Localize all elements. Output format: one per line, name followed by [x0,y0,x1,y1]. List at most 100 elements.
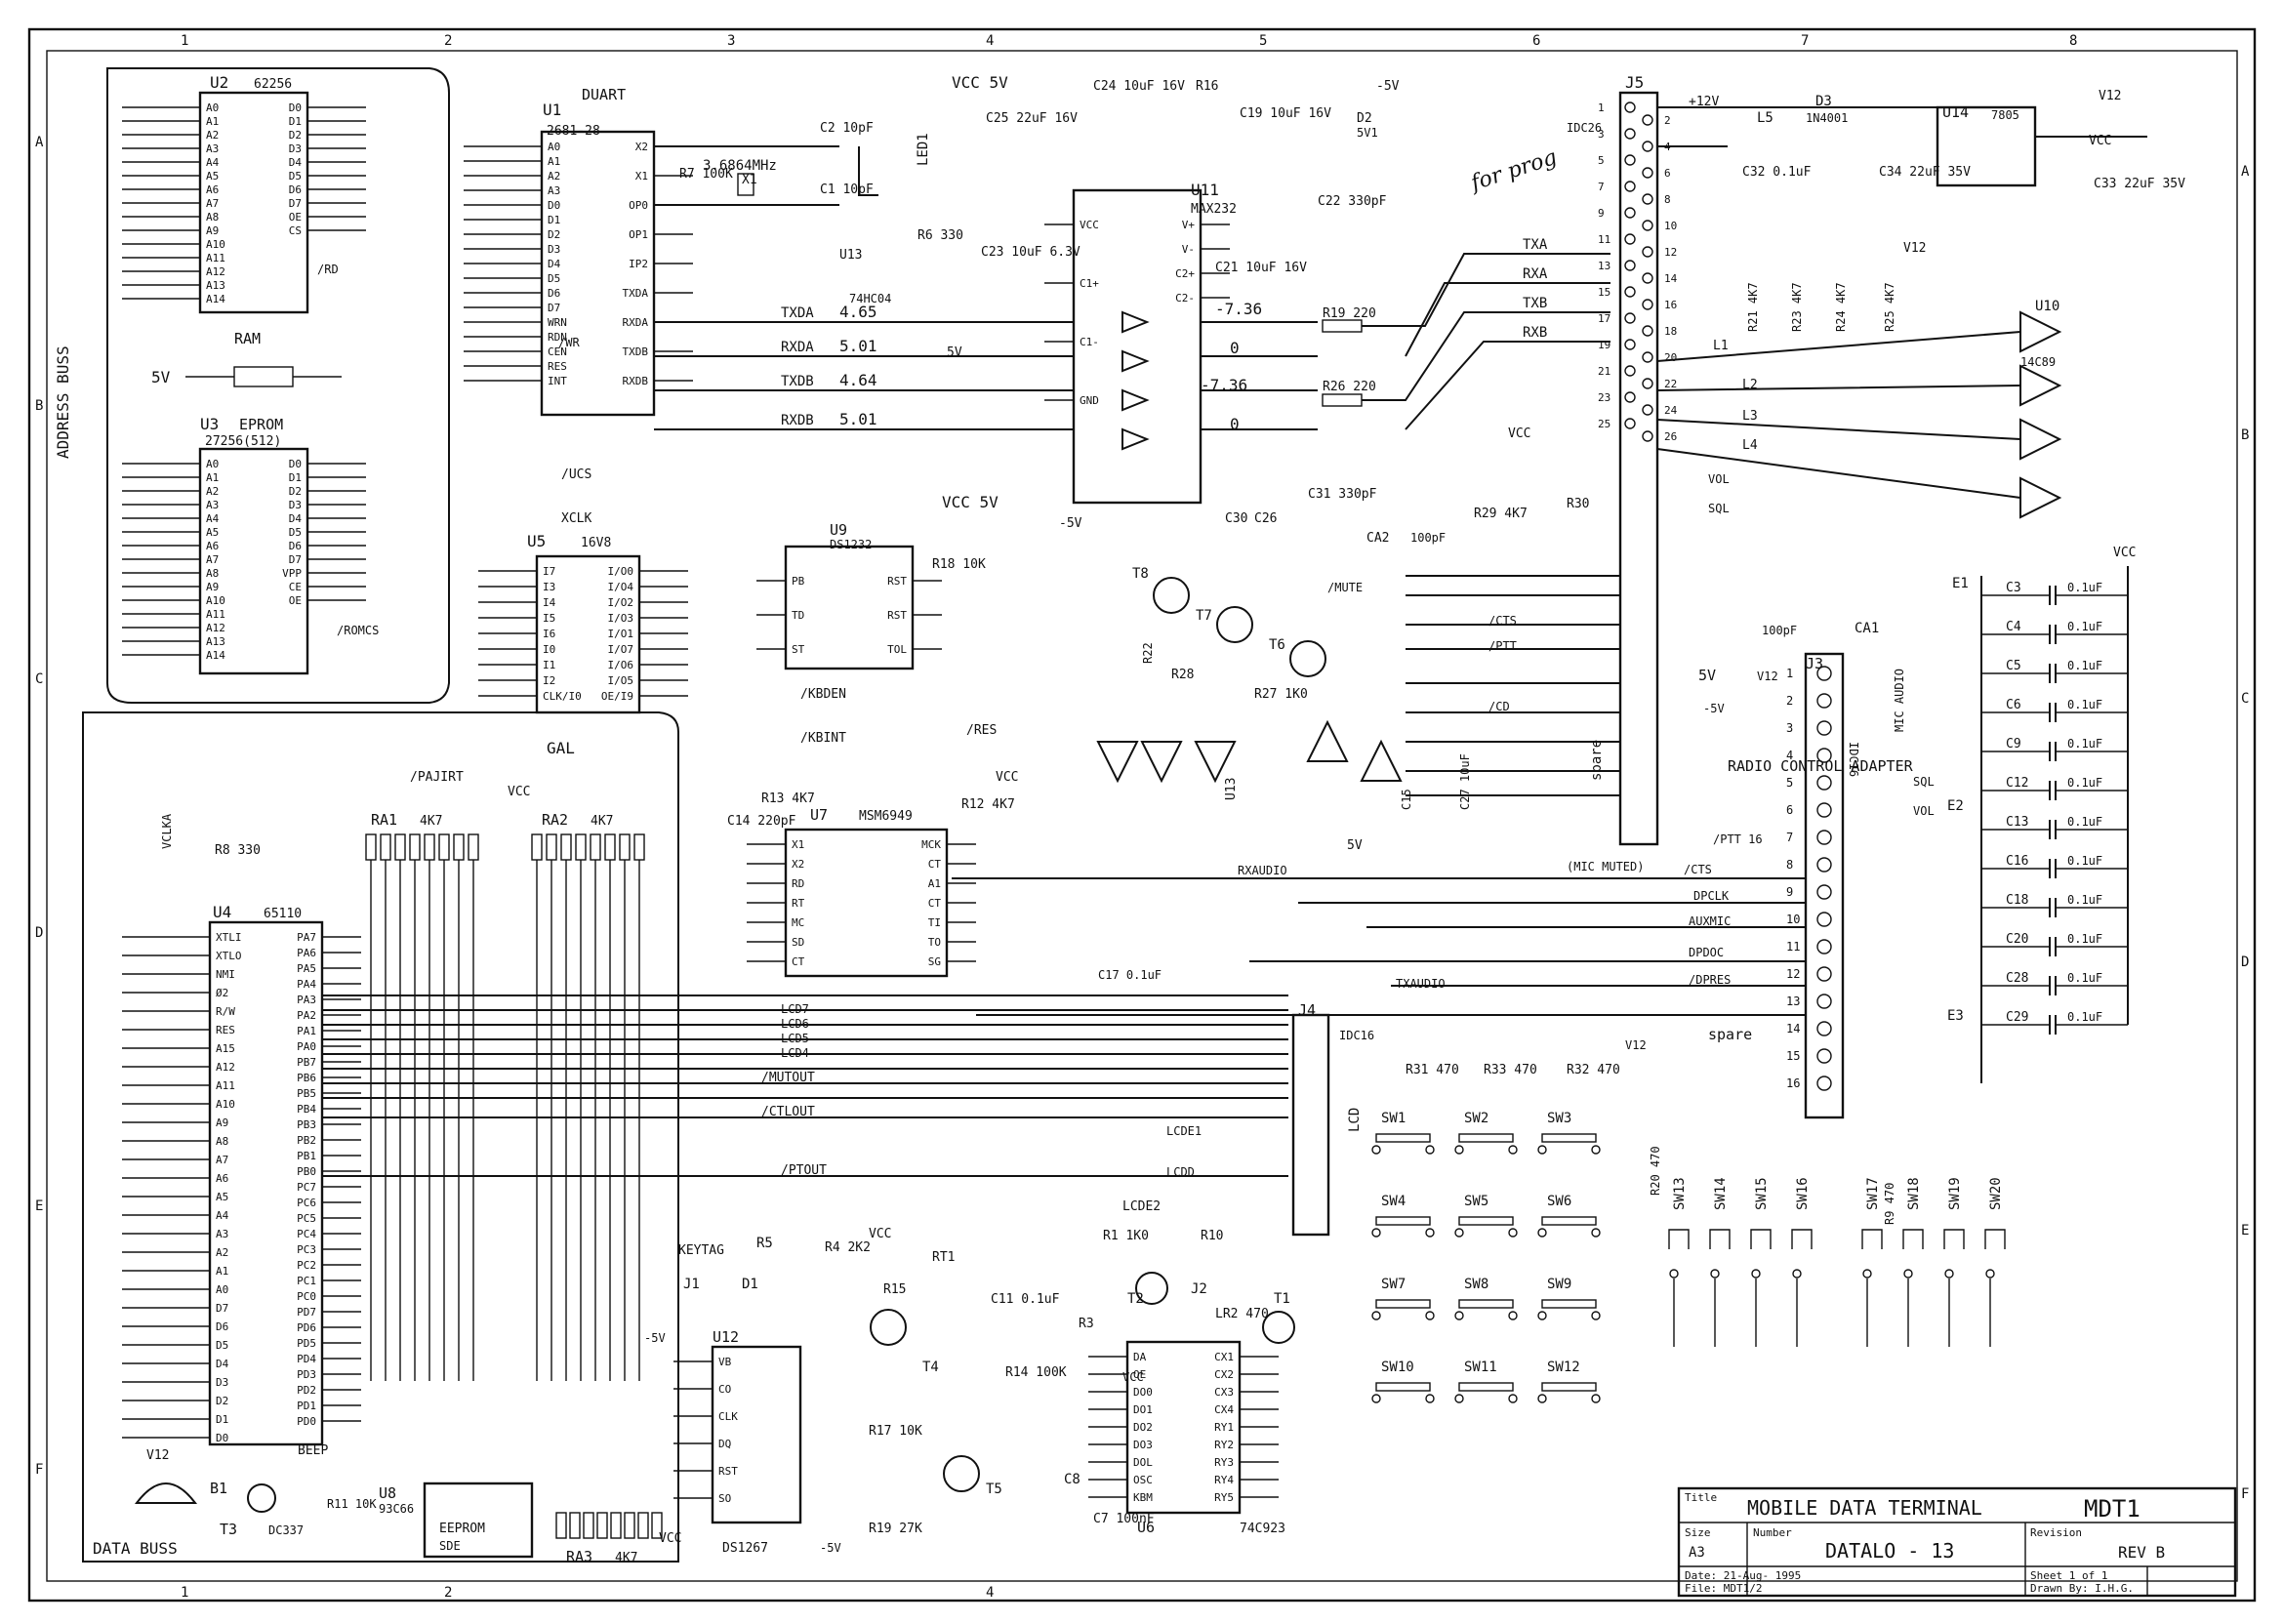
dpclk-signal: DPCLK [1693,889,1730,903]
pin-label: CLK/I0 [543,690,582,703]
resistor-element [438,833,450,861]
cap-value: 0.1uF [2067,698,2102,711]
pin-label: CS [289,224,302,237]
col-marker-2: 2 [444,33,452,49]
pin-label: X1 [635,170,648,183]
switch-label: SW20 [1988,1177,2004,1210]
c8-ref: C8 [1064,1472,1080,1487]
size-label: Size [1685,1526,1711,1539]
date-line: Date: 21-Aug- 1995 [1685,1569,1801,1582]
switch-body [1861,1229,1883,1249]
switch-contact [1751,1269,1761,1279]
pin-label: D6 [216,1320,228,1333]
j5-pin [1642,404,1653,416]
j3-pin-number: 14 [1786,1022,1800,1035]
txdb-label: TXDB [781,374,814,389]
pajirt-signal: /PAJIRT [410,770,464,785]
xclk-signal: XCLK [561,511,591,526]
switch-body [1984,1229,2006,1249]
title-block: Title MOBILE DATA TERMINAL MDT1 Size A3 … [1677,1486,2237,1598]
vol-label: VOL [1708,472,1730,486]
switch-contact [1371,1145,1381,1155]
switch-body [1375,1299,1431,1309]
vclka-signal: VCLKA [160,813,174,849]
cap-value: 0.1uF [2067,893,2102,907]
j5-pin [1624,181,1636,192]
pin-label: SD [792,936,804,949]
v0-b: 0 [1230,415,1240,433]
pin-label: D3 [289,499,302,511]
pin-label: XTLI [216,931,242,944]
resistor-element [590,833,601,861]
pin-label: DA [1133,1351,1147,1363]
switch-contact [1454,1228,1464,1238]
j5-pin [1624,312,1636,324]
radio-signal-lines: RXAUDIO (MIC MUTED) /PTT 16 /CTS DPCLK A… [952,775,1935,1016]
vcc-5v-u9: VCC 5V [942,493,999,511]
pin-label: DQ [718,1438,731,1450]
switch-label: SW19 [1947,1177,1963,1210]
file-line: File: MDT1/2 [1685,1582,1762,1595]
t8-ref: T8 [1132,566,1149,582]
col-marker-3: 3 [727,33,735,49]
j5-pin-number: 21 [1598,365,1610,378]
ram-link: RAM 5V [151,330,342,387]
r19b-ref: R19 27K [869,1522,922,1536]
pin-label: I5 [543,612,555,625]
u5-part: 16V8 [581,536,611,550]
u13-ref-b: U13 [1224,778,1239,800]
pin-label: CO [718,1383,731,1396]
pin-label: A11 [216,1079,235,1092]
u11-ref: U11 [1191,181,1219,199]
r30-ref: R30 [1567,497,1589,511]
address-bus-label: ADDRESS BUSS [54,345,72,459]
rxda-label: RXDA [781,340,814,355]
pin-label: A13 [206,279,225,292]
switch-label: SW7 [1381,1277,1406,1292]
t4-ref: T4 [922,1360,939,1375]
switch-contact [1792,1269,1802,1279]
switch-label: SW15 [1754,1177,1770,1210]
ptt-signal: /PTT [1488,639,1517,653]
j5-pin-number: 18 [1664,325,1677,338]
pin-label: A8 [206,567,219,580]
cap-ref: C28 [2006,971,2028,986]
c17-ref: C17 0.1uF [1098,968,1162,982]
pin-label: MCK [921,838,941,851]
j5-pin-number: 2 [1664,114,1671,127]
resistor-element [380,833,391,861]
lcd5-signal: LCD5 [781,1032,809,1045]
ca1-val: 100pF [1762,624,1797,637]
pin-label: A1 [216,1265,228,1278]
col-marker-4: 4 [986,33,994,49]
resistor-element [409,833,421,861]
pin-label: CX1 [1214,1351,1234,1363]
vcc-r29: VCC [1508,426,1530,441]
keypad-switches: R31 470 R33 470 R32 470 V12 R20 470 R9 4… [1371,1038,2006,1403]
e1-ref: E1 [1952,576,1969,591]
j5-pin-number: 19 [1598,339,1610,351]
cd-signal: /CD [1488,700,1510,713]
row-marker-e-r: E [2241,1223,2249,1238]
led1-ref: LED1 [916,133,931,166]
col-marker-8: 8 [2069,33,2077,49]
switch-body [1458,1133,1514,1143]
r6-ref: R6 330 [917,228,963,243]
lcd-label: LCD [1347,1108,1363,1132]
txda-volt: 4.65 [839,303,877,321]
u10-buffers: U10 14C89 V12 R21 4K7 R23 4K7 R24 4K7 R2… [1656,241,2062,637]
r8-ref: R8 330 [215,843,261,858]
j2-ref: J2 [1191,1281,1207,1297]
j3-connector: J3 IDC16 RADIO CONTROL ADAPTER 5V -5V sp… [1698,652,1914,1119]
l1-ref: L1 [1713,339,1729,353]
j5-pin-number: 14 [1664,272,1678,285]
row-marker-a: A [35,135,44,150]
pin-label: MC [792,916,804,929]
switch-label: SW5 [1464,1194,1488,1209]
ra1-val: 4K7 [420,814,442,829]
switch-contact [1454,1145,1464,1155]
switch-contact [1371,1394,1381,1403]
resistor-element [637,1512,649,1539]
u4-part: 65110 [264,907,302,921]
